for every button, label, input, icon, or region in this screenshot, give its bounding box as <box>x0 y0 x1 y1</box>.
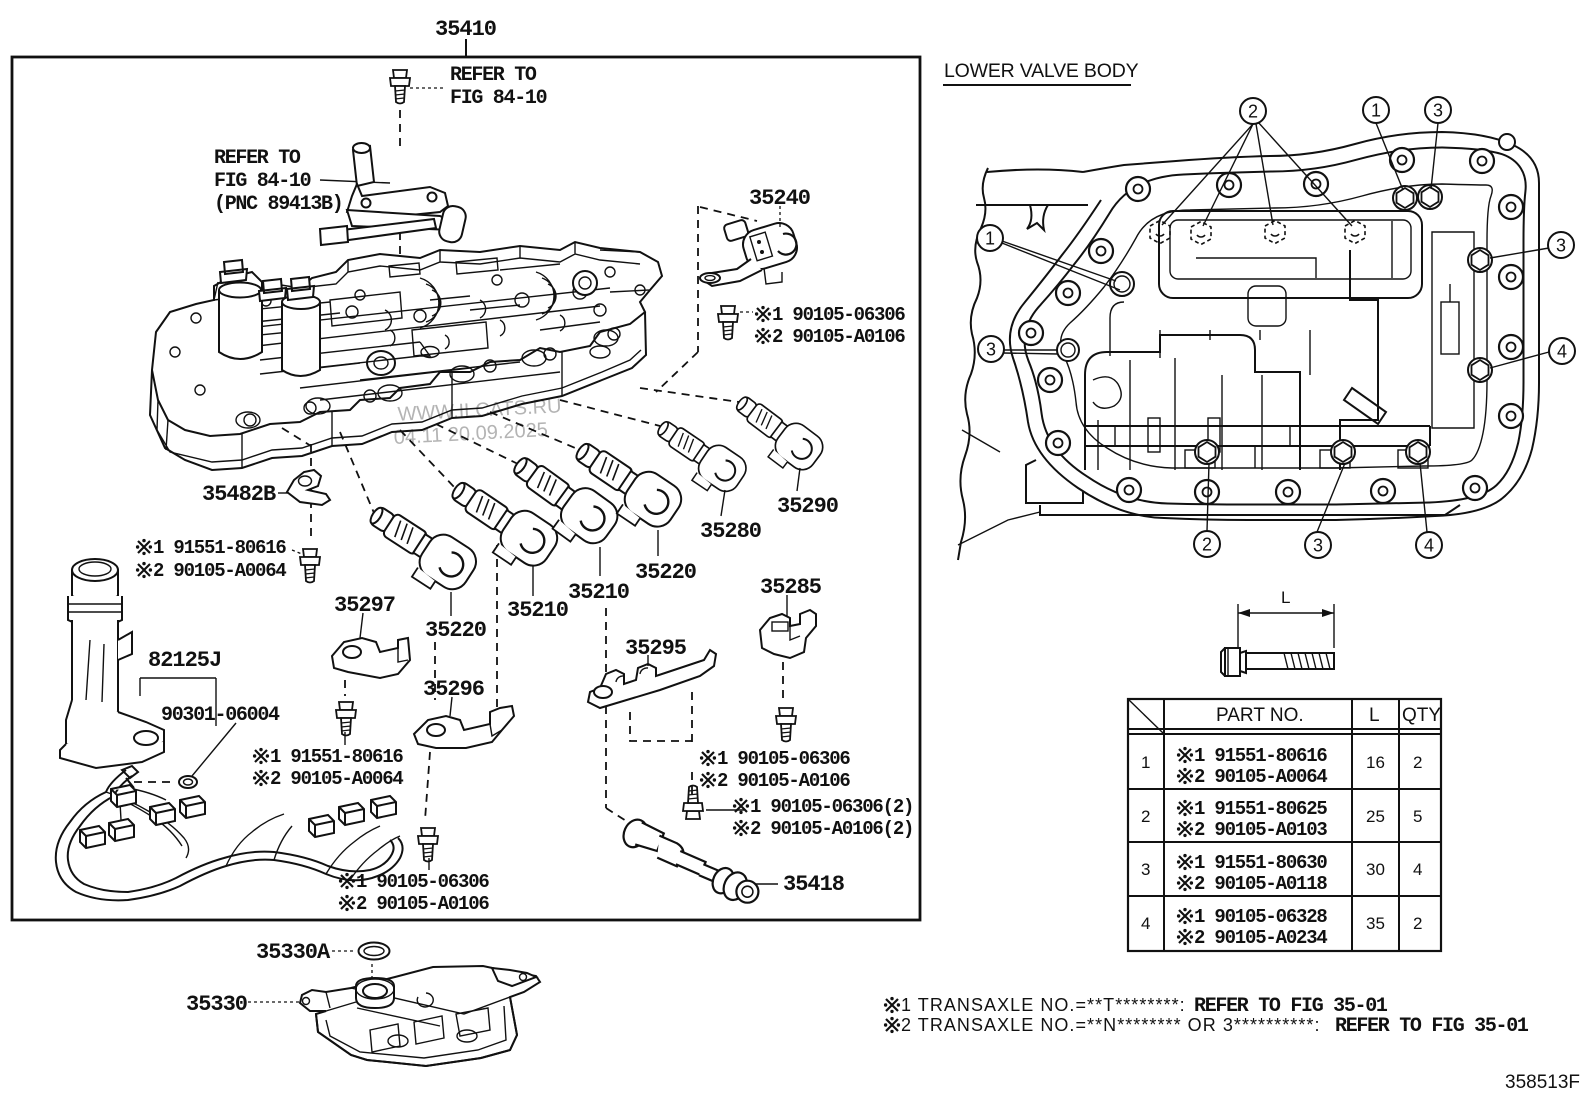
svg-text:35296: 35296 <box>423 677 484 702</box>
svg-text:4: 4 <box>1424 536 1434 556</box>
svg-text:25: 25 <box>1366 807 1385 826</box>
svg-text:1 90105-06306(2): 1 90105-06306(2) <box>750 796 913 818</box>
svg-text:2 90105-A0064: 2 90105-A0064 <box>270 768 403 790</box>
svg-text:1 TRANSAXLE NO.=**T********:: 1 TRANSAXLE NO.=**T********: <box>901 995 1186 1015</box>
svg-text:35220: 35220 <box>635 560 696 585</box>
svg-text:3: 3 <box>1313 536 1323 556</box>
svg-text:4: 4 <box>1413 860 1422 879</box>
svg-text:L: L <box>1369 705 1380 726</box>
svg-text:35330A: 35330A <box>256 940 331 965</box>
svg-text:35297: 35297 <box>334 593 395 618</box>
svg-text:2 90105-A0118: 2 90105-A0118 <box>1194 873 1327 895</box>
svg-text:QTY: QTY <box>1402 705 1441 726</box>
svg-text:2: 2 <box>1413 914 1422 933</box>
svg-text:REFER TO: REFER TO <box>450 64 537 87</box>
svg-text:1 90105-06328: 1 90105-06328 <box>1194 906 1327 928</box>
svg-text:1 91551-80616: 1 91551-80616 <box>270 746 403 768</box>
svg-text:35285: 35285 <box>760 575 822 600</box>
svg-text:35210: 35210 <box>568 580 629 605</box>
svg-text:2 90105-A0234: 2 90105-A0234 <box>1194 927 1327 949</box>
svg-text:1: 1 <box>1141 753 1150 772</box>
svg-text:2: 2 <box>1248 102 1258 122</box>
svg-text:(PNC 89413B): (PNC 89413B) <box>214 193 342 216</box>
svg-text:35220: 35220 <box>425 618 486 643</box>
svg-text:1 91551-80625: 1 91551-80625 <box>1194 798 1327 820</box>
svg-text:4: 4 <box>1557 342 1567 362</box>
svg-text:1 90105-06306: 1 90105-06306 <box>772 304 905 326</box>
svg-text:1 91551-80616: 1 91551-80616 <box>1194 745 1327 767</box>
svg-text:358513F: 358513F <box>1505 1072 1580 1093</box>
svg-text:35418: 35418 <box>783 872 845 897</box>
svg-text:35410: 35410 <box>435 17 496 42</box>
svg-text:35210: 35210 <box>507 598 568 623</box>
svg-text:35290: 35290 <box>777 494 838 519</box>
svg-text:2: 2 <box>1413 753 1422 772</box>
svg-text:3: 3 <box>1141 860 1150 879</box>
svg-text:5: 5 <box>1413 807 1422 826</box>
svg-text:35: 35 <box>1366 914 1385 933</box>
svg-text:35295: 35295 <box>625 636 687 661</box>
svg-text:1 90105-06306: 1 90105-06306 <box>717 748 850 770</box>
svg-text:3: 3 <box>986 340 996 360</box>
svg-text:16: 16 <box>1366 753 1385 772</box>
svg-text:FIG 84-10: FIG 84-10 <box>214 170 311 193</box>
svg-text:2 90105-A0106: 2 90105-A0106 <box>356 893 489 915</box>
svg-text:35482B: 35482B <box>202 482 276 507</box>
svg-text:1 90105-06306: 1 90105-06306 <box>356 871 489 893</box>
svg-text:2 90105-A0106: 2 90105-A0106 <box>772 326 905 348</box>
svg-text:1 91551-80616: 1 91551-80616 <box>153 537 286 559</box>
svg-text:82125J: 82125J <box>148 648 221 673</box>
svg-text:REFER TO: REFER TO <box>214 147 301 170</box>
svg-text:2 90105-A0106(2): 2 90105-A0106(2) <box>750 818 913 840</box>
svg-text:2 90105-A0064: 2 90105-A0064 <box>1194 766 1327 788</box>
svg-text:2 90105-A0106: 2 90105-A0106 <box>717 770 850 792</box>
svg-text:REFER TO FIG 35-01: REFER TO FIG 35-01 <box>1335 1015 1529 1038</box>
svg-text:1: 1 <box>985 229 995 249</box>
svg-text:PART NO.: PART NO. <box>1216 705 1304 726</box>
svg-text:35330: 35330 <box>186 992 247 1017</box>
svg-text:L: L <box>1281 588 1290 607</box>
svg-text:LOWER VALVE BODY: LOWER VALVE BODY <box>944 60 1139 82</box>
svg-text:3: 3 <box>1556 236 1566 256</box>
svg-text:2 90105-A0064: 2 90105-A0064 <box>153 560 286 582</box>
svg-text:2: 2 <box>1202 535 1212 555</box>
svg-text:1: 1 <box>1371 101 1381 121</box>
svg-text:2: 2 <box>1141 807 1150 826</box>
svg-text:FIG 84-10: FIG 84-10 <box>450 87 547 110</box>
svg-text:30: 30 <box>1366 860 1385 879</box>
svg-text:REFER TO FIG 35-01: REFER TO FIG 35-01 <box>1194 995 1388 1018</box>
svg-text:1 91551-80630: 1 91551-80630 <box>1194 852 1327 874</box>
svg-text:90301-06004: 90301-06004 <box>161 704 280 727</box>
svg-text:3: 3 <box>1433 101 1443 121</box>
svg-text:2 TRANSAXLE NO.=**N******** OR: 2 TRANSAXLE NO.=**N******** OR 3********… <box>901 1015 1321 1035</box>
svg-text:35280: 35280 <box>700 519 761 544</box>
svg-text:4: 4 <box>1141 914 1150 933</box>
svg-text:2 90105-A0103: 2 90105-A0103 <box>1194 819 1327 841</box>
